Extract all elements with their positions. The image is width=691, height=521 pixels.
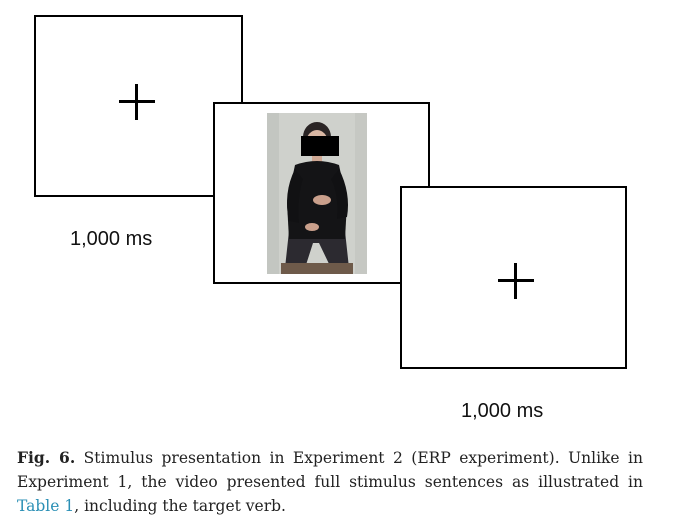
duration-label-1: 1,000 ms <box>70 228 153 250</box>
fixation-frame-2 <box>400 186 627 369</box>
figure-caption: Fig. 6. Stimulus presentation in Experim… <box>17 446 643 518</box>
video-frame <box>213 102 430 284</box>
duration-label-2: 1,000 ms <box>461 400 544 422</box>
figure-label: Fig. 6. <box>17 448 76 467</box>
table-1-link[interactable]: Table 1 <box>17 497 75 515</box>
caption-text-2: , including the target verb. <box>74 497 286 515</box>
caption-text-1: Stimulus presentation in Experiment 2 (E… <box>17 449 643 491</box>
fixation-cross-icon <box>119 84 155 120</box>
signer-video-still <box>267 113 367 274</box>
signer-photo-illustration <box>267 113 367 274</box>
fixation-frame-1 <box>34 15 243 197</box>
fixation-cross-icon <box>498 263 534 299</box>
